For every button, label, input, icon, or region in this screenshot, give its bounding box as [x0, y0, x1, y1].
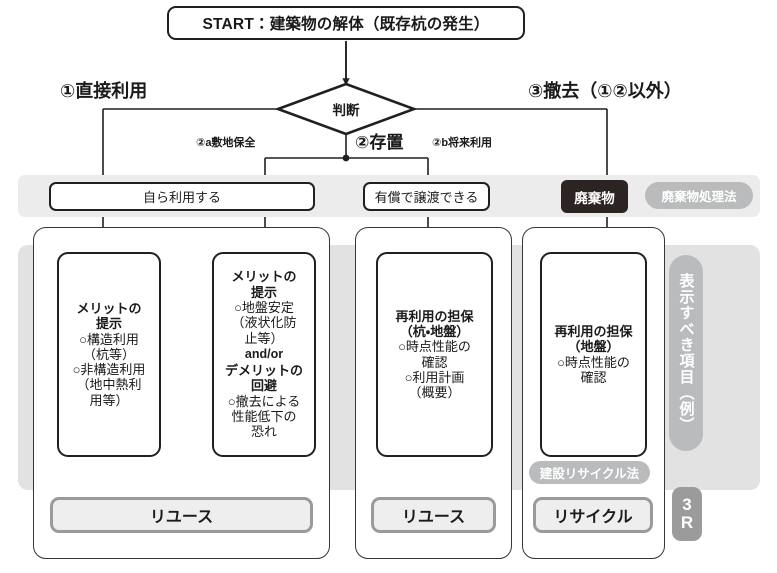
outcome-reuse-direct: リユース	[50, 497, 313, 533]
decision-node: 判断	[278, 84, 414, 134]
sub-branch-label-future-use: ②b将来利用	[432, 137, 493, 149]
waste-tag: 廃棄物	[561, 180, 628, 213]
card-merit-demerit: メリットの 提示 ○地盤安定 （液状化防 止等） and/or デメリットの 回…	[212, 252, 316, 457]
branch-label-direct-use: ①直接利用	[60, 81, 148, 101]
sub-branch-label-site-preservation: ②a敷地保全	[196, 137, 256, 149]
side-label-required-items: 表示すべき項目（例）	[669, 255, 703, 451]
badge-3r-line1: 3	[682, 495, 692, 515]
card-heading: メリットの 提示	[231, 269, 297, 300]
card-reuse-guarantee-ground: 再利用の担保 （地盤） ○時点性能の 確認	[540, 252, 647, 457]
card-reuse-guarantee-pile-ground: 再利用の担保 （杭・地盤） ○時点性能の 確認 ○利用計画 （概要）	[376, 252, 493, 457]
card-item: ○構造利用 （杭等）	[79, 331, 139, 362]
card-merit-structural: メリットの 提示 ○構造利用 （杭等） ○非構造利用 （地中熱利 用等）	[57, 252, 161, 457]
branch-label-removal: ③撤去（①②以外）	[528, 81, 682, 101]
decision-label: 判断	[332, 103, 360, 118]
card-item: ○時点性能の 確認	[557, 354, 630, 385]
card-item: ○地盤安定 （液状化防 止等）	[231, 300, 297, 346]
card-item: ○利用計画 （概要）	[404, 369, 465, 401]
card-heading: 再利用の担保 （杭・地盤）	[395, 308, 474, 339]
outcome-reuse-leave: リユース	[371, 497, 496, 533]
law-badge-construction-recycle: 建設リサイクル法	[529, 461, 650, 484]
card-heading: 再利用の担保 （地盤）	[554, 323, 633, 355]
card-item: ○撤去による 性能低下の 恐れ	[227, 393, 301, 440]
badge-3r: 3 R	[672, 487, 702, 541]
card-heading: メリットの 提示	[76, 300, 142, 332]
card-item: ○非構造利用 （地中熱利 用等）	[72, 362, 146, 408]
branch-label-leave-in-place: ②存置	[355, 133, 404, 152]
start-node: START：建築物の解体（既存杭の発生）	[167, 6, 525, 40]
card-item: ○時点性能の 確認	[398, 339, 471, 370]
condition-box-paid-transfer: 有償で譲渡できる	[363, 182, 490, 211]
outcome-recycle: リサイクル	[533, 497, 653, 533]
badge-3r-line2: R	[680, 513, 694, 532]
condition-box-self-use: 自ら利用する	[49, 182, 315, 211]
card-andor: and/or	[244, 347, 284, 362]
law-badge-waste-management: 廃棄物処理法	[645, 182, 753, 209]
card-heading-secondary: デメリットの 回避	[224, 362, 303, 394]
